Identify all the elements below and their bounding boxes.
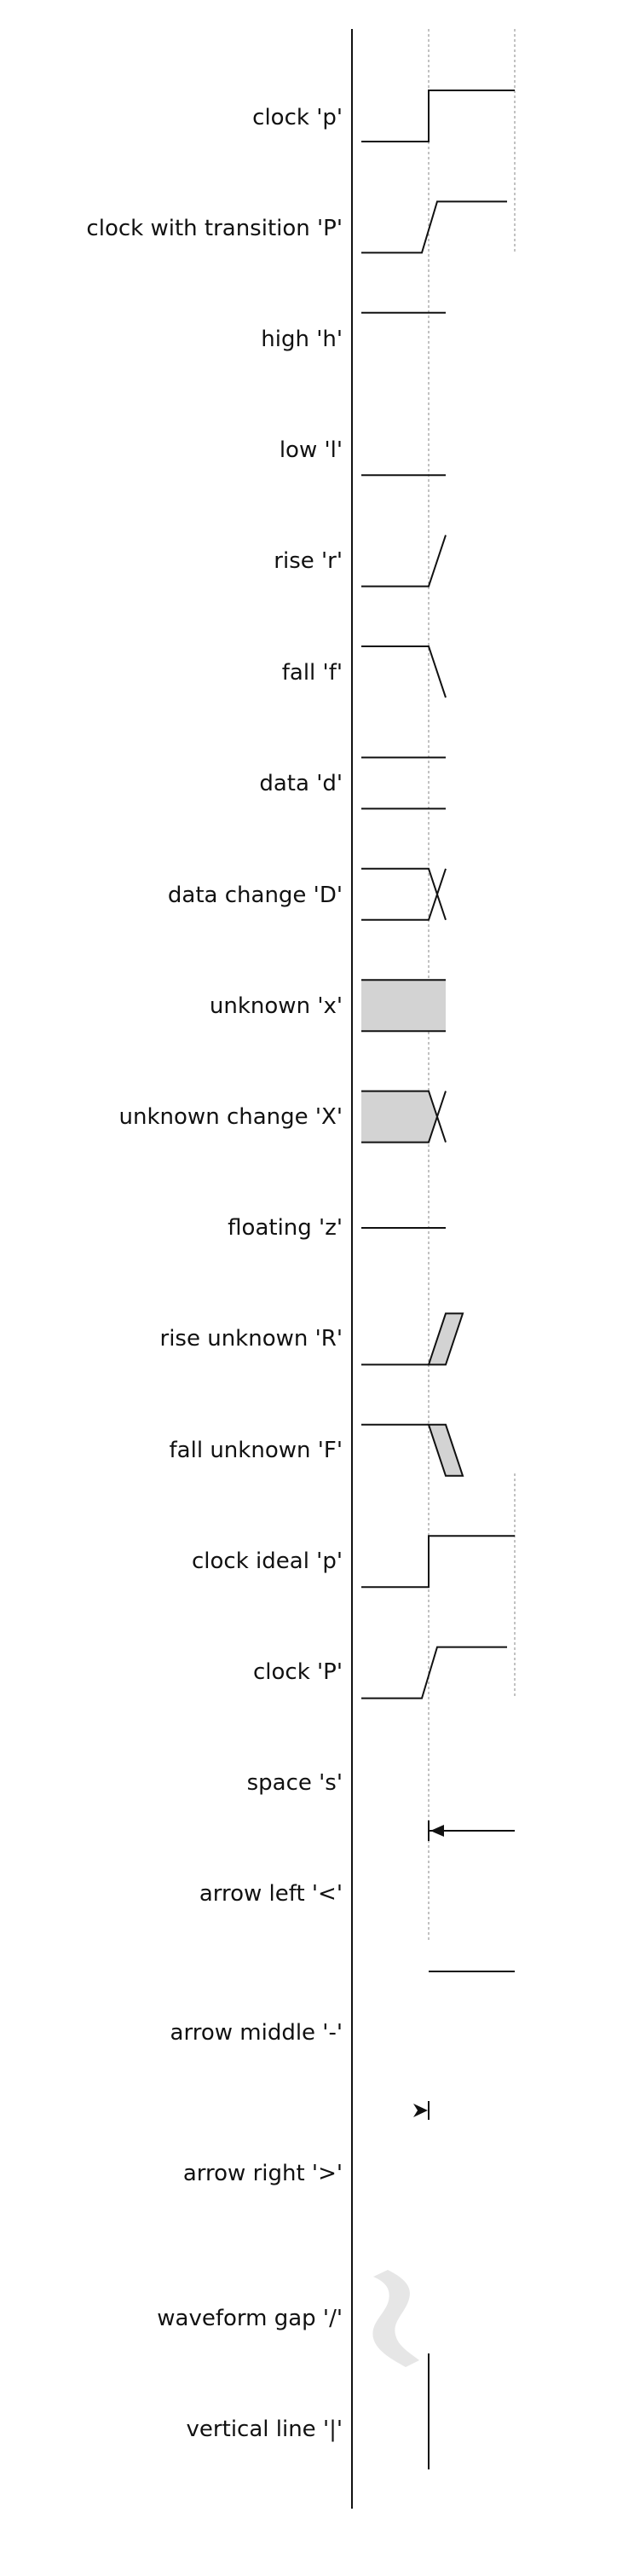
unknown-change-waveform-top (361, 1090, 447, 1143)
row-unknown-change: unknown change 'X' (119, 1104, 343, 1130)
row-label-waveform-gap: waveform gap '/' (157, 2306, 343, 2331)
row-label-data-change: data change 'D' (168, 883, 343, 908)
unknown-fill (361, 980, 446, 1032)
row-fall-unknown: fall unknown 'F' (170, 1438, 343, 1463)
row-label-unknown-change: unknown change 'X' (119, 1104, 343, 1130)
row-label-clock-p: clock 'p' (252, 105, 343, 130)
clock-ideal-waveform (361, 1535, 515, 1589)
row-waveform-gap: waveform gap '/' (157, 2306, 343, 2331)
rise-waveform (361, 535, 447, 588)
row-label-clock-ideal: clock ideal 'p' (192, 1548, 343, 1574)
arrow-left-head (430, 1825, 444, 1837)
row-space: space 's' (247, 1770, 343, 1796)
row-label-rise-unknown: rise unknown 'R' (160, 1326, 343, 1352)
row-arrow-left: arrow left '<' (199, 1881, 343, 1907)
fall-unknown-shape (427, 1423, 464, 1477)
clock-P-waveform (361, 1646, 507, 1699)
row-low: low 'l' (280, 437, 343, 463)
row-label-arrow-left: arrow left '<' (199, 1881, 343, 1907)
row-label-arrow-middle: arrow middle '-' (170, 2020, 343, 2046)
row-clock-p: clock 'p' (252, 105, 343, 130)
row-vertical-line: vertical line '|' (187, 2417, 343, 2442)
row-high: high 'h' (261, 327, 343, 352)
row-label-clock-P: clock 'P' (253, 1659, 343, 1685)
row-clock-P: clock 'P' (253, 1659, 343, 1685)
clock-transition-waveform (361, 200, 507, 254)
row-clock-ideal: clock ideal 'p' (192, 1548, 343, 1574)
unknown-change-waveform-bottom (361, 1091, 447, 1143)
row-arrow-middle: arrow middle '-' (170, 2020, 343, 2046)
row-label-unknown: unknown 'x' (210, 993, 343, 1019)
guide-lines (428, 29, 516, 1940)
row-label-data: data 'd' (259, 771, 343, 796)
row-rise-unknown: rise unknown 'R' (160, 1326, 343, 1352)
row-label-low: low 'l' (280, 437, 343, 463)
row-label-fall-unknown: fall unknown 'F' (170, 1438, 343, 1463)
arrow-right-head (413, 2104, 428, 2117)
row-data: data 'd' (259, 771, 343, 796)
row-label-rise: rise 'r' (274, 548, 343, 574)
data-change-waveform-bottom (361, 868, 447, 921)
waveform-rows: clock 'p' clock with transition 'P' high '… (86, 90, 515, 2469)
fall-waveform (361, 645, 447, 698)
row-clock-transition: clock with transition 'P' (86, 216, 343, 241)
row-label-fall: fall 'f' (282, 660, 343, 686)
row-floating: floating 'z' (228, 1215, 343, 1241)
row-fall: fall 'f' (282, 660, 343, 686)
clock-waveform (361, 90, 515, 142)
row-label-floating: floating 'z' (228, 1215, 343, 1241)
row-data-change: data change 'D' (168, 883, 343, 908)
row-label-high: high 'h' (261, 327, 343, 352)
row-label-arrow-right: arrow right '>' (183, 2161, 343, 2186)
row-label-clock-transition: clock with transition 'P' (86, 216, 343, 241)
row-unknown: unknown 'x' (210, 993, 343, 1019)
data-change-waveform-top (361, 867, 447, 921)
row-arrow-right: arrow right '>' (183, 2161, 343, 2186)
unknown-change-fill (361, 1091, 437, 1143)
row-rise: rise 'r' (274, 548, 343, 574)
row-label-space: space 's' (247, 1770, 343, 1796)
waveform-gap-shape (372, 2270, 419, 2367)
row-label-vertical-line: vertical line '|' (187, 2417, 343, 2442)
rise-unknown-shape (427, 1312, 464, 1366)
